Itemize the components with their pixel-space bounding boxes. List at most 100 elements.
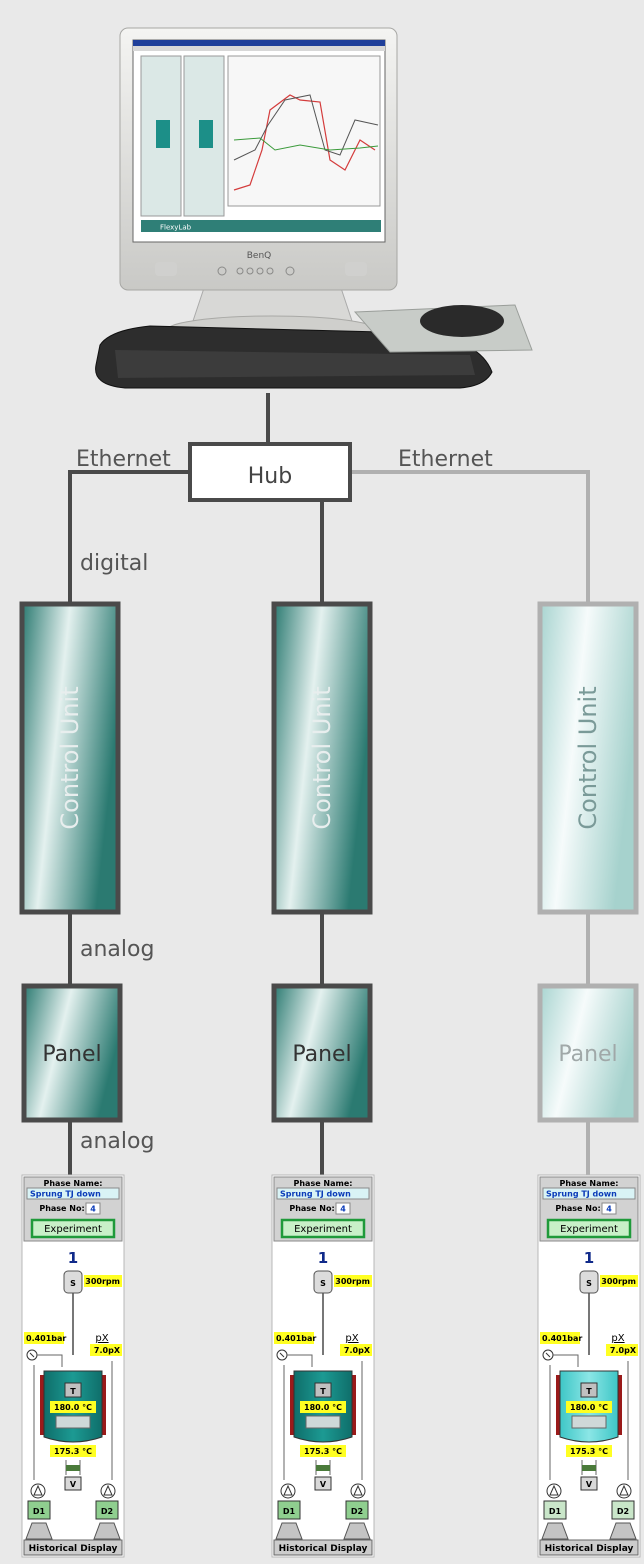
scale-1-icon — [25, 1522, 53, 1540]
phase-name-label: Phase Name: — [294, 1179, 353, 1188]
temperature-sensor-icon — [314, 1382, 332, 1398]
px-label: pX — [345, 1333, 358, 1344]
dosing-1-label: D1 — [33, 1507, 46, 1516]
workstation-computer: FlexyLab BenQ — [95, 27, 533, 389]
panel-1-label: Panel — [42, 1042, 101, 1067]
hub-box — [188, 442, 352, 502]
screen-footer-bar — [141, 220, 381, 232]
px-value: 7.0pX — [94, 1346, 121, 1355]
unit-number: 1 — [318, 1249, 328, 1267]
reactor-temperature: 175.3 °C — [304, 1447, 342, 1456]
stirrer-speed: 300rpm — [601, 1277, 636, 1286]
panel-1: Panel — [21, 983, 123, 1123]
scale-2-icon — [609, 1522, 637, 1540]
dosing-2-label: D2 — [101, 1507, 113, 1516]
wire-hub-to-unit-3 — [350, 470, 590, 604]
phase-name-label: Phase Name: — [560, 1179, 619, 1188]
dosing-1-icon — [543, 1500, 567, 1520]
valve-label: V — [70, 1480, 77, 1489]
reactor-temperature: 175.3 °C — [54, 1447, 92, 1456]
jacket-temperature: 180.0 °C — [304, 1403, 342, 1412]
dosing-1-icon — [27, 1500, 51, 1520]
stirrer-speed: 300rpm — [85, 1277, 120, 1286]
screen-menubar — [133, 46, 385, 51]
screen-trend-line-red — [233, 94, 376, 191]
dosing-2-label: D2 — [617, 1507, 629, 1516]
valve-icon — [314, 1476, 332, 1491]
historical-display-label: Historical Display — [279, 1544, 368, 1554]
temperature-sensor-label: T — [320, 1387, 326, 1396]
experiment-button-label: Experiment — [294, 1224, 352, 1235]
control-unit-1-label: Control Unit — [56, 686, 84, 829]
historical-display-button[interactable]: Historical Display — [23, 1539, 123, 1556]
unit-number: 1 — [584, 1249, 594, 1267]
experiment-button-label: Experiment — [44, 1224, 102, 1235]
historical-display-button[interactable]: Historical Display — [539, 1539, 639, 1556]
experiment-button[interactable]: Experiment — [546, 1218, 632, 1239]
stirrer-blade-icon — [305, 1415, 341, 1429]
scale-2-icon — [343, 1522, 371, 1540]
pressure-value: 0.401bar — [26, 1334, 66, 1343]
stirrer-blade-icon — [55, 1415, 91, 1429]
control-unit-2-label: Control Unit — [308, 686, 336, 829]
stirrer-icon — [579, 1270, 599, 1294]
stirrer-speed: 300rpm — [335, 1277, 370, 1286]
phase-no-value: 4 — [90, 1205, 96, 1214]
jacket-temperature: 180.0 °C — [570, 1403, 608, 1412]
speaker-left — [155, 262, 177, 276]
historical-display-label: Historical Display — [29, 1544, 118, 1554]
historical-display-label: Historical Display — [545, 1544, 634, 1554]
network-wires — [68, 393, 590, 1175]
temperature-sensor-label: T — [586, 1387, 592, 1396]
valve-icon — [64, 1476, 82, 1491]
phase-name-label: Phase Name: — [44, 1179, 103, 1188]
dosing-2-label: D2 — [351, 1507, 363, 1516]
phase-name-value: Sprung TJ down — [30, 1190, 101, 1199]
px-label: pX — [95, 1333, 108, 1344]
screen-trend-line-green — [233, 137, 379, 151]
keyboard-keys — [115, 350, 475, 378]
historical-display-button[interactable]: Historical Display — [273, 1539, 373, 1556]
panel-3-label: Panel — [558, 1042, 617, 1067]
analog-label-lower: analog — [80, 1129, 154, 1154]
experiment-button[interactable]: Experiment — [30, 1218, 116, 1239]
hub-label: Hub — [248, 464, 292, 489]
digital-label: digital — [80, 551, 148, 576]
ethernet-label-right: Ethernet — [398, 447, 493, 472]
phase-no-label: Phase No: — [289, 1204, 334, 1213]
scale-1-icon — [541, 1522, 569, 1540]
control-unit-3-label: Control Unit — [574, 686, 602, 829]
ethernet-label-left: Ethernet — [76, 447, 171, 472]
stirrer-blade-icon — [571, 1415, 607, 1429]
valve-label: V — [586, 1480, 593, 1489]
phase-name-value: Sprung TJ down — [546, 1190, 617, 1199]
analog-label-upper: analog — [80, 937, 154, 962]
panel-2: Panel — [271, 983, 373, 1123]
dosing-2-icon — [95, 1500, 119, 1520]
jacket-temperature: 180.0 °C — [54, 1403, 92, 1412]
stirrer-label: S — [586, 1279, 592, 1288]
temperature-sensor-icon — [64, 1382, 82, 1398]
stirrer-icon — [63, 1270, 83, 1294]
speaker-right — [345, 262, 367, 276]
monitor-buttons — [217, 266, 295, 276]
px-value: 7.0pX — [344, 1346, 371, 1355]
phase-no-value: 4 — [606, 1205, 612, 1214]
experiment-button[interactable]: Experiment — [280, 1218, 366, 1239]
px-value: 7.0pX — [610, 1346, 637, 1355]
valve-icon — [580, 1476, 598, 1491]
phase-no-label: Phase No: — [555, 1204, 600, 1213]
panel-2-label: Panel — [292, 1042, 351, 1067]
screen-vessel-1 — [156, 120, 170, 148]
reactor-temperature: 175.3 °C — [570, 1447, 608, 1456]
valve-label: V — [320, 1480, 327, 1489]
unit-number: 1 — [68, 1249, 78, 1267]
dosing-1-label: D1 — [549, 1507, 562, 1516]
dosing-1-icon — [277, 1500, 301, 1520]
stirrer-label: S — [70, 1279, 76, 1288]
scale-1-icon — [275, 1522, 303, 1540]
